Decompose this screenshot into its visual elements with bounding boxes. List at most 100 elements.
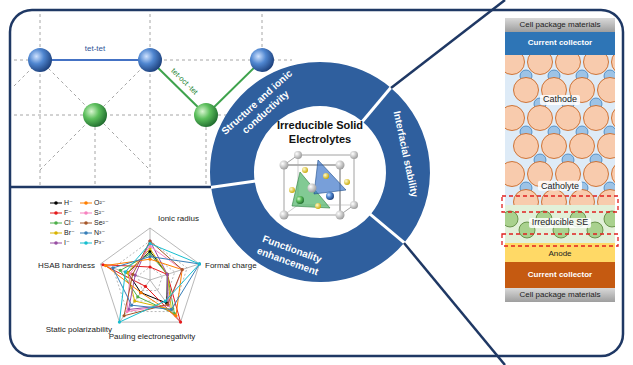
cathode-particle [570, 190, 595, 206]
axis-label: Static polarizability [46, 325, 112, 334]
radar-series [119, 244, 199, 322]
anion [280, 161, 289, 170]
interface-box [502, 234, 618, 246]
grid-line [150, 14, 151, 185]
tet-tet-path [40, 59, 150, 61]
package-band: Cell package materials [505, 18, 615, 32]
legend-line [50, 200, 62, 206]
center-ring [210, 62, 430, 282]
radar-point [104, 264, 107, 267]
layer-label: Catholyte [538, 181, 582, 191]
radar-point [174, 314, 177, 317]
ring-separator [370, 214, 405, 244]
anion [350, 151, 358, 159]
cathode-particle [514, 134, 539, 159]
legend-line [80, 230, 92, 236]
radar-point [136, 295, 139, 298]
radar-point [131, 273, 134, 276]
collector-band: Current collector [505, 262, 615, 288]
cathode-particle [584, 162, 609, 187]
radar-point [181, 268, 184, 271]
radar-point [122, 314, 125, 317]
radar-point [166, 273, 169, 276]
cathode-particle [505, 162, 525, 187]
legend-text: O²⁻ [94, 199, 105, 207]
radar-point [170, 308, 173, 311]
mobile-ion [296, 196, 304, 204]
node-text: Current collector [528, 271, 592, 280]
cathode-particle [542, 190, 567, 206]
axis-label: Ionic radius [158, 214, 199, 223]
divider-line [404, 243, 505, 365]
core-disc [255, 107, 385, 237]
radar-point [125, 310, 128, 313]
radar-point [166, 273, 169, 276]
path-label: tet-tet [85, 44, 105, 53]
tet-site [138, 48, 162, 72]
oct-site [194, 103, 218, 127]
panel-frame [10, 0, 623, 365]
cathode-layer: Cathode [515, 88, 605, 112]
collector-band: Current collector [505, 32, 615, 55]
legend-line [50, 210, 62, 216]
electrolyte-particle [505, 211, 518, 227]
outer-frame [10, 10, 623, 356]
radar-point [166, 273, 169, 276]
ring-separator [210, 181, 256, 187]
cation [302, 167, 308, 173]
electrolyte-layer [505, 205, 615, 243]
cation [315, 203, 321, 209]
axis-label: HSAB hardness [38, 261, 95, 270]
anion [336, 211, 345, 220]
node-text: Anode [548, 250, 571, 259]
radar-point [166, 273, 169, 276]
node-text: Irreducible Solid Electrolytes [264, 118, 376, 146]
tet-site [28, 48, 52, 72]
radar-point [198, 262, 201, 265]
legend-line [80, 200, 92, 206]
radar-series [105, 259, 182, 316]
cathode-particle [598, 78, 616, 103]
legend-line [80, 220, 92, 226]
legend-text: H⁻ [64, 199, 73, 207]
divider-line [10, 186, 211, 189]
radar-point [118, 320, 121, 323]
divider-line [391, 0, 505, 88]
cathode-particle [505, 106, 525, 131]
legend-item: S²⁻ [80, 208, 112, 218]
radar-point [166, 303, 169, 306]
unit-cell [284, 155, 354, 215]
radar-series [129, 241, 169, 309]
node-text: Cell package materials [520, 291, 601, 300]
radar-series [127, 246, 182, 311]
cation [323, 173, 329, 179]
radar-series [124, 241, 182, 316]
legend-item: H⁻ [50, 198, 80, 208]
radar-point [167, 304, 170, 307]
electrolyte-particle [604, 211, 615, 227]
legend-text: S²⁻ [94, 209, 105, 217]
radar-point [139, 291, 142, 294]
node-text: Cathode [540, 95, 580, 105]
ring-separator [362, 87, 392, 122]
node-text: Cell package materials [520, 21, 601, 30]
radar-point [198, 262, 201, 265]
crystal-structure [280, 151, 359, 220]
battery-stack [500, 18, 633, 302]
legend-line [50, 240, 62, 246]
radar-grid [101, 228, 200, 322]
anion [350, 201, 358, 209]
legend-text: N³⁻ [94, 229, 105, 237]
cathode-particles [505, 55, 615, 205]
radar-point [119, 269, 122, 272]
radar-point [148, 255, 151, 258]
radar-point [181, 268, 184, 271]
collector-layer [505, 262, 615, 288]
package-layer [505, 18, 615, 32]
grid-line [40, 14, 41, 185]
radar-point [166, 273, 169, 276]
cathode-particle [514, 190, 539, 206]
legend-item: Br⁻ [50, 228, 80, 238]
radar-chart [101, 228, 202, 324]
